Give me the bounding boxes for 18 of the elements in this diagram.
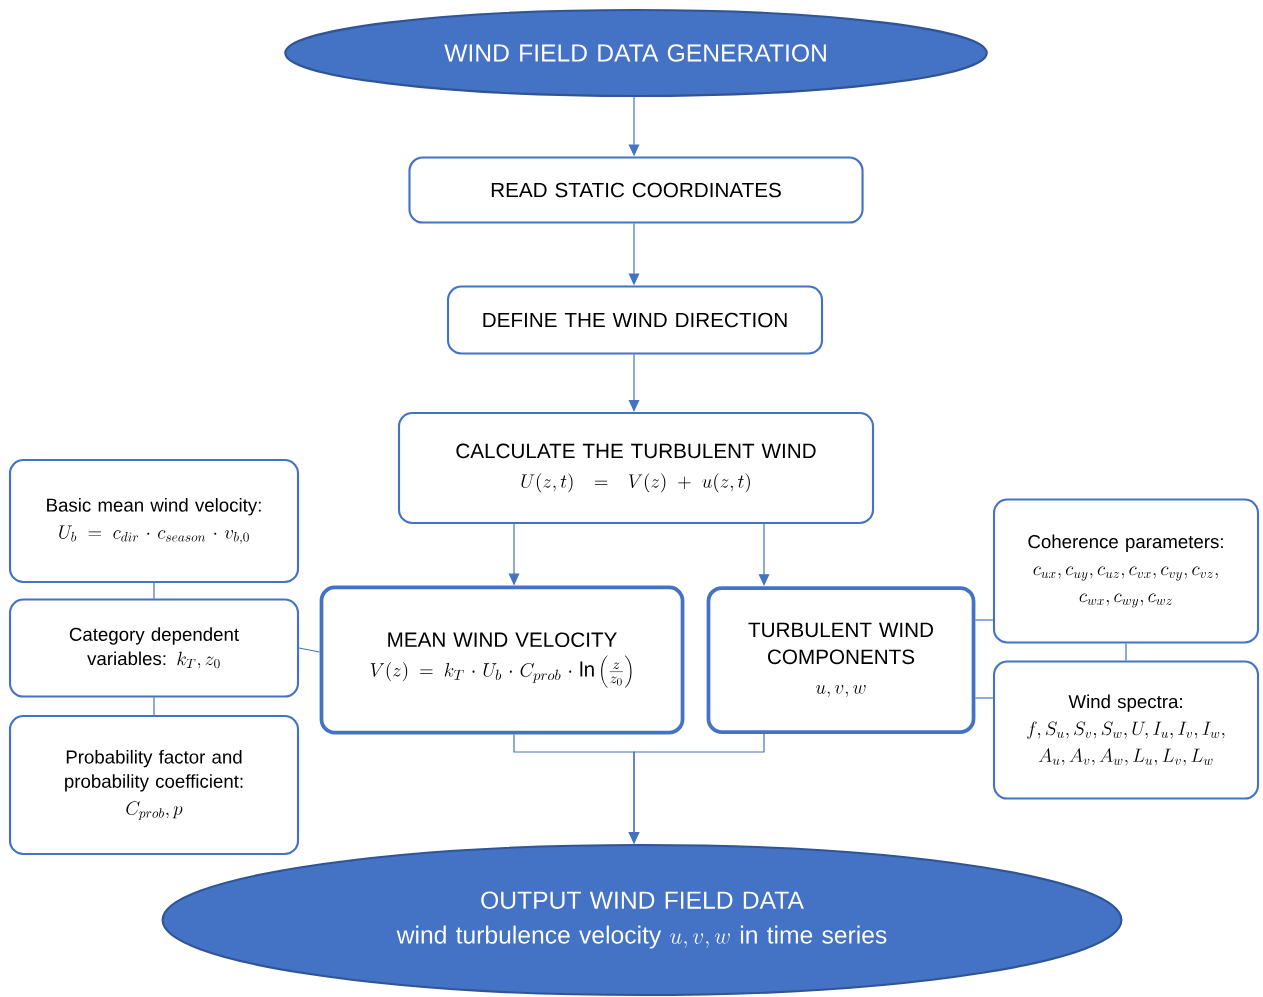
connector-line [974,697,994,699]
process-box: Wind spectra: $f, S_u, S_v, S_w, U, I_u, I_v, I_w,$ $A_u, A_v, A_w, L_u, L_v, L_w$ [992,660,1260,800]
process-box: CALCULATE THE TURBULENT WIND $U(z,t) = V(z) + u(z,t)$ [397,411,875,525]
connector-line [298,647,321,653]
connector-line [153,697,155,716]
process-box: MEAN WIND VELOCITY $V(z) = k_T \cdot U_b \cdot C_{prob} \cdot \ln\left(\frac{z}{z_0}\right)$ [319,585,685,735]
connector-line [153,582,155,599]
process-box: Basic mean wind velocity: $U_b = c_{dir} \cdot c_{season} \cdot v_{b,0}$ [8,458,300,584]
connector-line [1125,642,1127,661]
arrow [628,353,640,412]
process-box: Category dependent variables: $k_T, z_0$ [8,598,300,698]
process-box: Coherence parameters: $c_{ux}, c_{uy}, c_{uz}, c_{vx}, c_{vy}, c_{vz},$ $c_{wx}, c_{wy}, c_{wz}$ [992,498,1260,644]
process-box: READ STATIC COORDINATES [408,156,864,224]
arrow [628,733,765,844]
process-box: Probability factor and probability coefficient: $C_{prob}, p$ [8,714,300,856]
process-box: DEFINE THE WIND DIRECTION [446,285,824,355]
process-box: TURBULENT WIND COMPONENTS $u, v, w$ [706,586,976,734]
connector-line [974,619,994,621]
